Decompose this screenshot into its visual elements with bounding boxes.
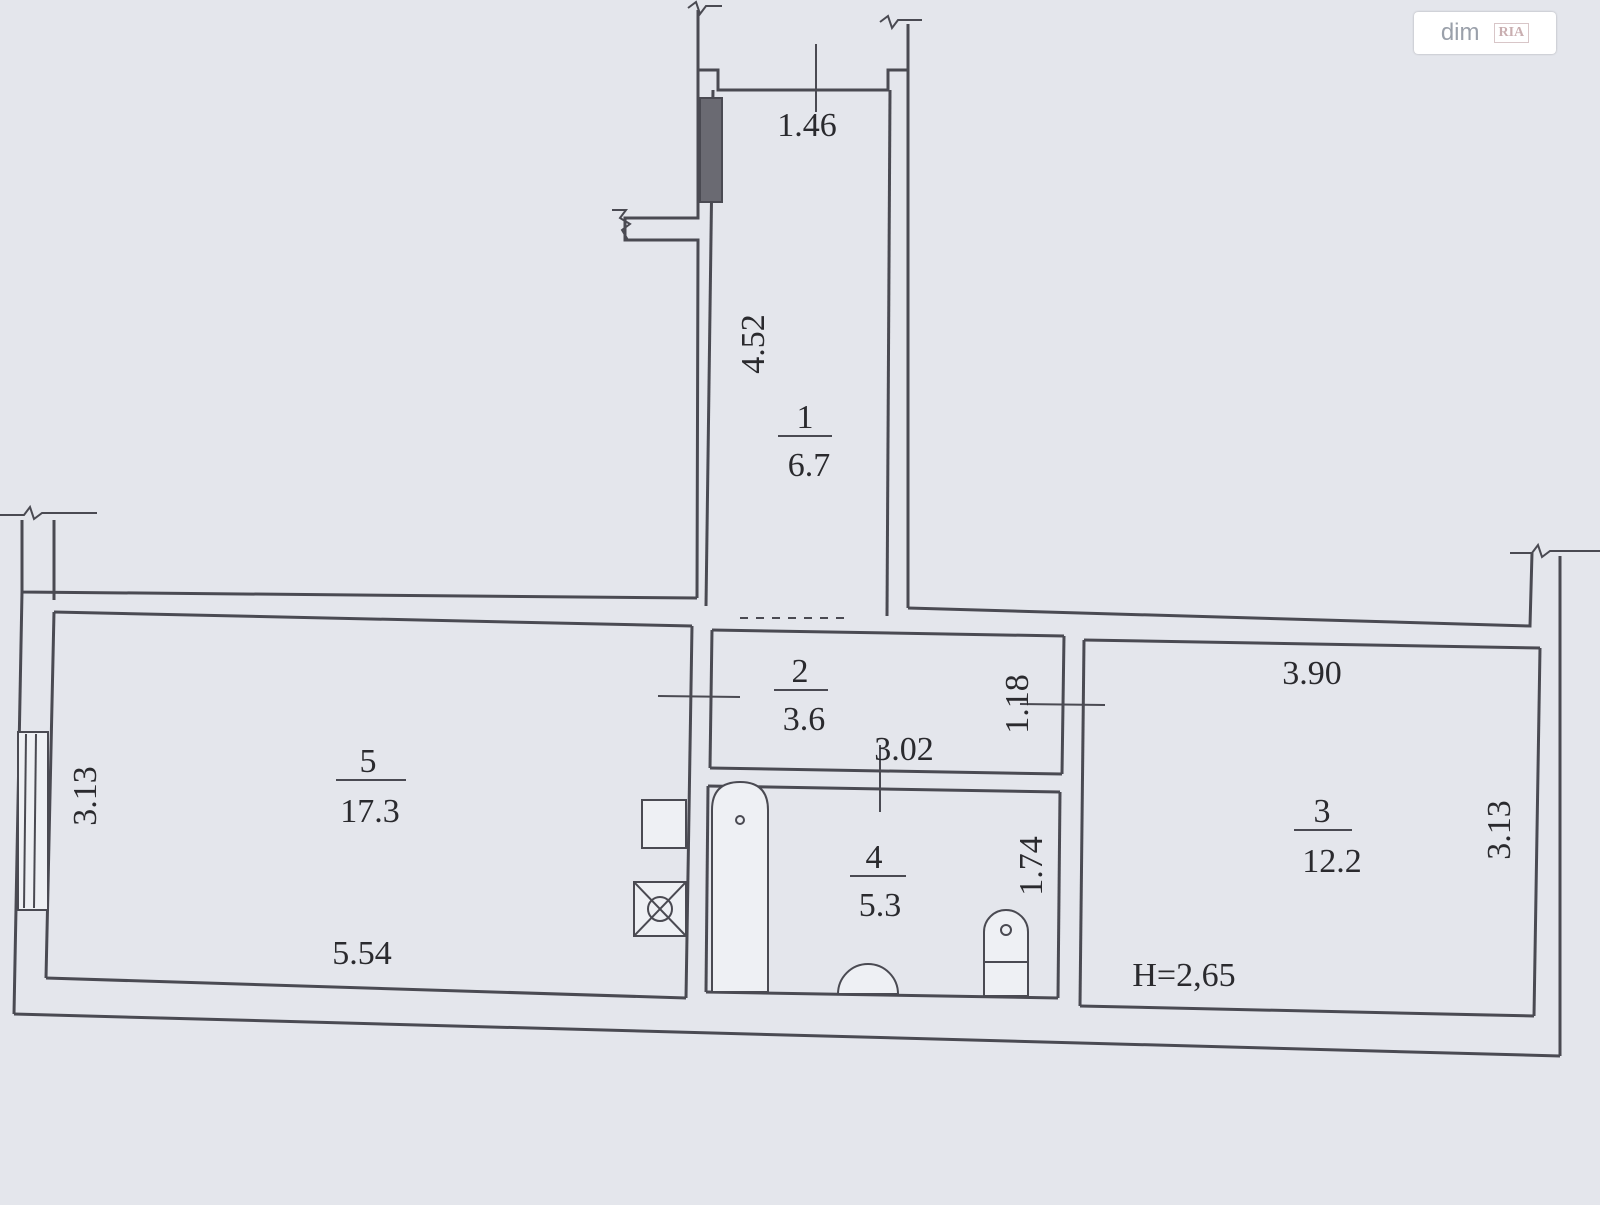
watermark-text: dim [1440,19,1480,46]
room3-left-wall [1078,639,1086,1007]
hall-left-outer-wall [623,70,700,599]
dim-corridor-width: 3.02 [874,731,934,768]
stove-line [633,881,687,937]
walls [0,0,1600,1058]
kitchen-sink [641,799,687,849]
break-mark-right [1510,542,1600,559]
ceiling-height: H=2,65 [1132,957,1235,994]
room-1-label: 1 6.7 [778,399,832,484]
bathtub-drain [735,815,745,825]
dim-hall-width: 1.46 [777,107,837,144]
room-4-number: 4 [866,839,883,876]
dim-bath-depth: 1.74 [1013,836,1050,896]
room3-right-wall [1532,647,1542,1017]
sink [836,963,900,995]
bath-top-wall [707,784,1061,794]
hall-right-inner-wall [885,89,892,617]
stove-burner [647,896,673,922]
door-mark-left [657,695,741,698]
dim-hall-length: 4.52 [735,314,772,374]
door-mark-right [1019,703,1106,706]
room3-top-outer-wall [907,552,1534,628]
fixtures [633,780,1029,997]
dim-room5-width: 5.54 [332,935,392,972]
room-4-area: 5.3 [859,887,902,924]
bath-right-wall [1056,791,1062,999]
window-left [17,731,49,911]
room3-top-inner-wall [1083,638,1541,650]
watermark-badge: RIA [1493,23,1530,43]
bathtub [711,780,769,993]
column-hatch [699,97,723,203]
room-5-label: 5 17.3 [336,743,406,830]
window-line [23,733,27,909]
room5-top-outer-wall [20,520,698,600]
watermark: dim RIA [1414,12,1556,54]
room-1-number: 1 [797,399,814,436]
bottom-outer-wall [13,1012,1561,1058]
room-2-area: 3.6 [783,701,826,738]
dim-room5-depth: 3.13 [67,766,104,826]
corridor-top-wall [711,628,1065,638]
dim-corridor-depth: 1.18 [999,674,1036,734]
room-5-area: 17.3 [340,793,400,830]
toilet-hole [1000,924,1012,936]
bath-left-wall [704,785,710,993]
room-1-area: 6.7 [788,447,831,484]
corridor-bottom-wall [709,766,1063,776]
room5-left-inner-wall [44,611,56,979]
top-wall [696,10,910,92]
break-mark-left [0,504,97,521]
room3-bottom-wall [1079,1004,1535,1018]
window-line [33,733,37,909]
break-mark-top-right [879,14,922,31]
break-mark-top-left [687,0,722,17]
room-4-label: 4 5.3 [850,839,906,924]
dimensions: 1.46 4.52 3.02 1.18 1.74 3.90 3.13 5.54 … [67,44,1518,994]
corridor-left-wall [708,629,714,769]
room-5-number: 5 [360,743,377,780]
room-2-label: 2 3.6 [774,653,828,738]
room-3-label: 3 12.2 [1294,793,1362,880]
dim-room3-depth: 3.13 [1481,800,1518,860]
room5-bottom-inner-wall [45,976,687,1000]
dim-room3-width: 3.90 [1282,655,1342,692]
room-3-number: 3 [1314,793,1331,830]
room5-top-inner-wall [53,610,693,628]
break-mark-balcony [612,209,632,241]
toilet-tank [983,961,1029,997]
room-3-area: 12.2 [1302,843,1362,880]
room-2-number: 2 [792,653,809,690]
